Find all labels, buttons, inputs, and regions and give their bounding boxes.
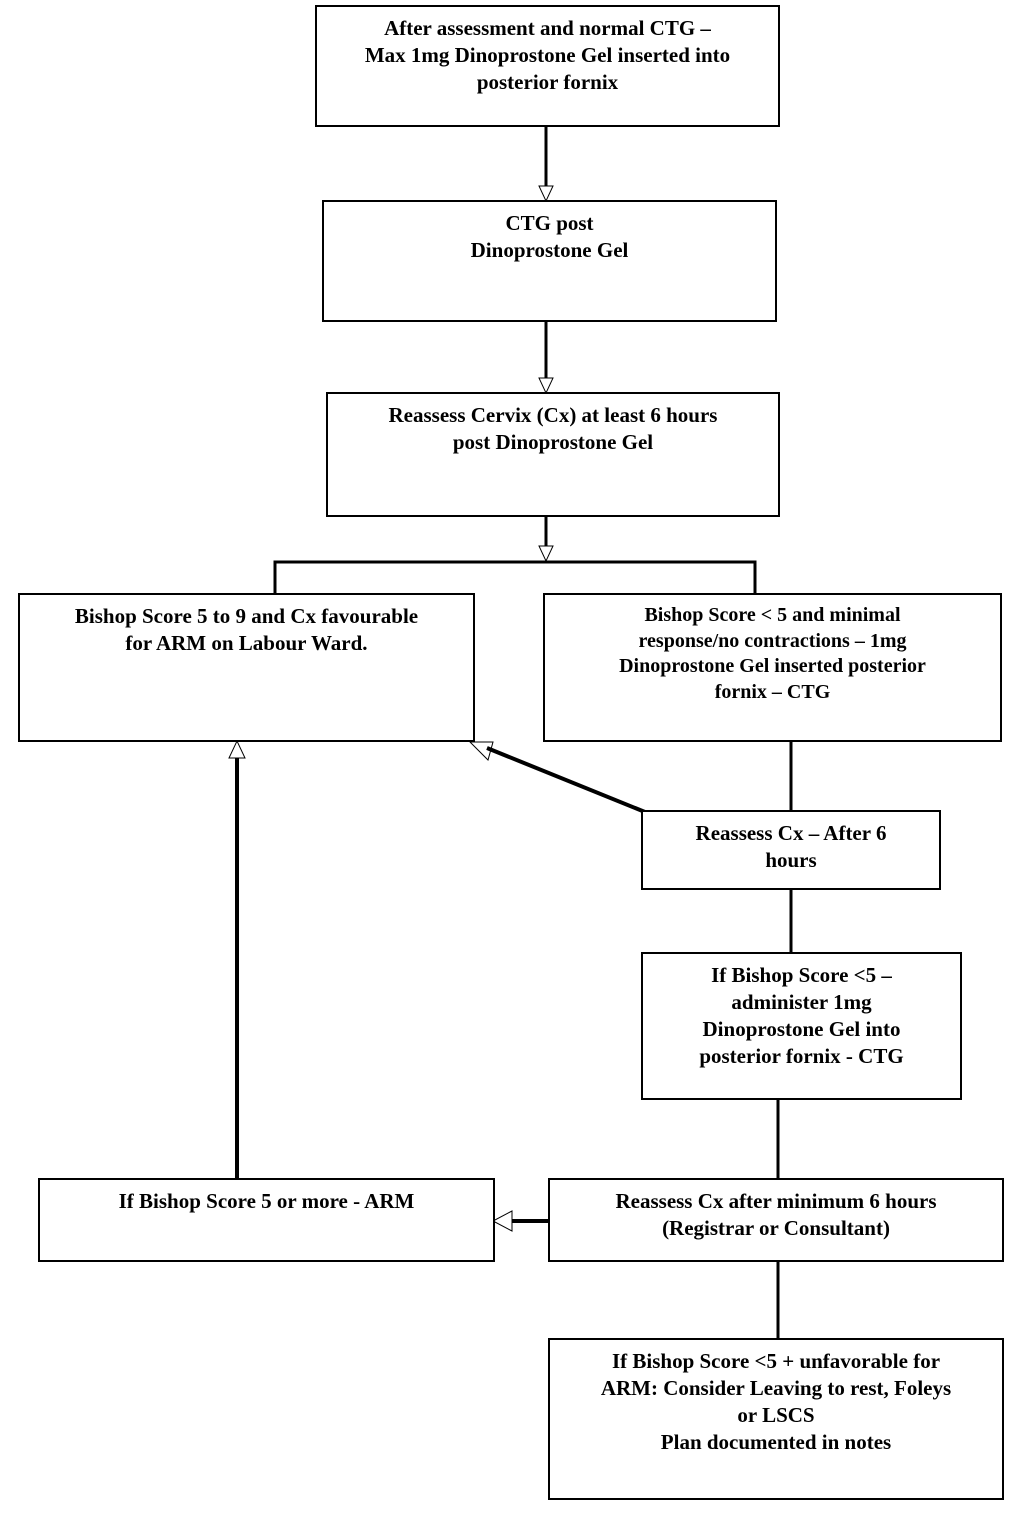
edge-n9-to-n8	[491, 1210, 548, 1232]
edge-n3-to-split	[538, 517, 554, 563]
node-reassess-cx-after-6-hours[interactable]: Reassess Cx – After 6 hours	[641, 810, 941, 890]
node-reassess-cervix-6h-label: Reassess Cervix (Cx) at least 6 hours po…	[388, 403, 718, 454]
node-bishop-5-or-more-arm[interactable]: If Bishop Score 5 or more - ARM	[38, 1178, 495, 1262]
node-bishop-under-5-minimal-response-label: Bishop Score < 5 and minimal response/no…	[619, 604, 926, 703]
node-initial-assessment[interactable]: After assessment and normal CTG – Max 1m…	[315, 5, 780, 127]
node-reassess-cervix-6h[interactable]: Reassess Cervix (Cx) at least 6 hours po…	[326, 392, 780, 517]
node-ctg-post-gel[interactable]: CTG post Dinoprostone Gel	[322, 200, 777, 322]
node-reassess-cx-minimum-6-hours[interactable]: Reassess Cx after minimum 6 hours (Regis…	[548, 1178, 1004, 1262]
node-reassess-cx-after-6-hours-label: Reassess Cx – After 6 hours	[695, 821, 887, 872]
node-bishop-5-to-9-favourable[interactable]: Bishop Score 5 to 9 and Cx favourable fo…	[18, 593, 475, 742]
edge-n1-to-n2	[538, 127, 554, 203]
node-bishop-5-to-9-favourable-label: Bishop Score 5 to 9 and Cx favourable fo…	[74, 604, 419, 655]
edge-split-bus	[273, 560, 757, 593]
node-reassess-cx-minimum-6-hours-label: Reassess Cx after minimum 6 hours (Regis…	[615, 1189, 937, 1240]
node-bishop-under-5-administer-1mg[interactable]: If Bishop Score <5 – administer 1mg Dino…	[641, 952, 962, 1100]
edge-n2-to-n3	[538, 322, 554, 395]
node-bishop-under-5-minimal-response[interactable]: Bishop Score < 5 and minimal response/no…	[543, 593, 1002, 742]
node-bishop-under-5-unfavorable-plan-label: If Bishop Score <5 + unfavorable for ARM…	[600, 1349, 952, 1454]
node-bishop-under-5-administer-1mg-label: If Bishop Score <5 – administer 1mg Dino…	[699, 963, 904, 1068]
node-bishop-5-or-more-arm-label: If Bishop Score 5 or more - ARM	[118, 1189, 415, 1213]
edge-n6-to-n4	[468, 741, 646, 814]
node-ctg-post-gel-label: CTG post Dinoprostone Gel	[470, 211, 629, 262]
node-bishop-under-5-unfavorable-plan[interactable]: If Bishop Score <5 + unfavorable for ARM…	[548, 1338, 1004, 1500]
node-initial-assessment-label: After assessment and normal CTG – Max 1m…	[364, 16, 731, 94]
edge-n8-to-n4	[228, 739, 246, 1178]
